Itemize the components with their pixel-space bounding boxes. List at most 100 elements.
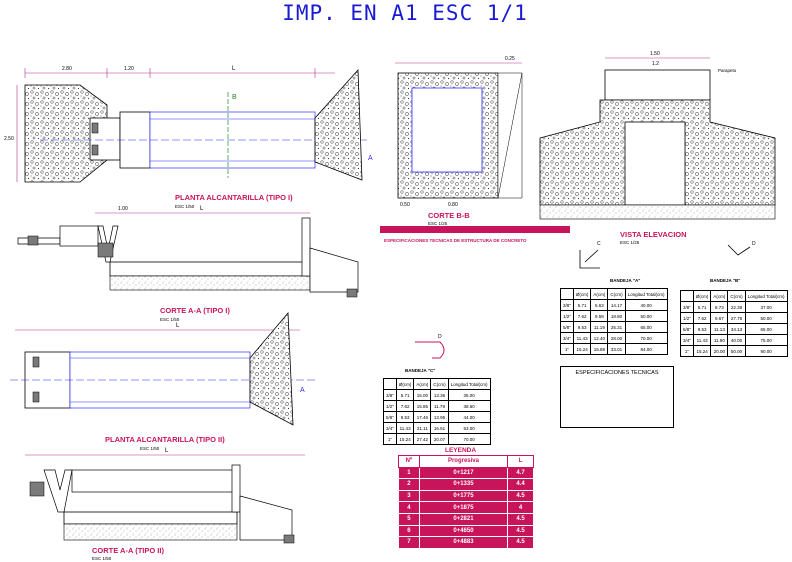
- corte-aa-tipo-2: L CORTE A-A (TIPO II) ESC 1/50: [25, 448, 305, 561]
- table-cell: 38.60: [447, 400, 491, 412]
- table-header-cell: Ø(cm): [395, 378, 415, 390]
- legend-cell: 4: [398, 501, 420, 514]
- legend-cell: 0+4883: [418, 536, 509, 549]
- legend-cell: 1: [398, 466, 420, 480]
- table-cell: 14.17: [607, 299, 626, 311]
- dim-bb-bottom-mid: 0.80: [448, 202, 458, 208]
- table-cell: 3/4": [383, 422, 397, 434]
- bend-2-d: D: [752, 241, 756, 247]
- specs-notes: ESPECIFICACIONES TECNICAS DE ESTRUCTURA …: [384, 238, 568, 243]
- legend-cell: 0+1875: [418, 501, 509, 514]
- table-cell: 15.85: [413, 400, 432, 412]
- bending-detail-1: C BANDEJA "A": [579, 241, 640, 283]
- table-cell: 5/8": [383, 411, 397, 423]
- legend-title: LEYENDA: [445, 447, 476, 454]
- table-cell: 16.51: [430, 422, 449, 434]
- vista-elevacion-scale: ESC 1/25: [620, 240, 640, 245]
- legend-cell: 0+4650: [418, 524, 509, 538]
- table-header-cell: [383, 378, 397, 390]
- table-cell: 5.63: [590, 299, 609, 311]
- table-cell: 20.00: [710, 345, 729, 357]
- dim-elev-top: 1.50: [650, 51, 660, 57]
- table-cell: 1": [560, 343, 574, 355]
- table-cell: 20.07: [430, 433, 449, 445]
- dim-corte1-l: L: [200, 206, 204, 212]
- legend-cell: 4: [507, 501, 534, 514]
- table-cell: 5/8": [560, 321, 574, 333]
- planta-2-title: PLANTA ALCANTARILLA (TIPO II): [105, 435, 225, 444]
- table-header-row: Ø(cm)A(cm)C(cm)Longitud Total(cm): [680, 290, 788, 302]
- legend-cell: 5: [398, 512, 420, 526]
- specs-box: ESPECIFICACIONES TECNICAS: [560, 366, 674, 428]
- legend-cell: 0+1217: [418, 466, 509, 480]
- table-header-cell: C(cm): [727, 290, 746, 302]
- table-cell: 22.38: [727, 301, 746, 313]
- legend-cell: 3: [398, 489, 420, 503]
- planta-1-scale: ESC 1/50: [175, 204, 195, 209]
- bend-table-1: Ø(cm)A(cm)C(cm)Longitud Total(cm)3/8"5.7…: [383, 378, 491, 445]
- planta-tipo-2: L A PLANTA ALCANTARILLA (TIPO II) ESC 1/…: [10, 311, 315, 451]
- vista-elevacion-title: VISTA ELEVACION: [620, 230, 687, 239]
- table-header-cell: Longitud Total(cm): [744, 290, 788, 302]
- table-cell: 3/8": [383, 389, 397, 401]
- dim-corte2-l: L: [165, 448, 169, 454]
- table-cell: 40.00: [624, 299, 668, 311]
- table-cell: 33.01: [607, 343, 626, 355]
- bend-table-2: Ø(cm)A(cm)C(cm)Longitud Total(cm)3/8"5.7…: [560, 288, 668, 355]
- specs-box-title: ESPECIFICACIONES TECNICAS: [575, 370, 659, 376]
- table-cell: 34.13: [727, 323, 746, 335]
- table-cell: 50.00: [624, 310, 668, 322]
- section-a-marker-2: A: [300, 387, 305, 394]
- table-header-cell: Longitud Total(cm): [447, 378, 491, 390]
- table-cell: 28.00: [607, 332, 626, 344]
- bending-detail-2: D BANDEJA "B": [710, 241, 756, 283]
- table-header-cell: Ø(cm): [692, 290, 712, 302]
- table-cell: 27.42: [413, 433, 432, 445]
- corte-bb: 0.25 0.50 0.80 CORTE B-B ESC 1/25: [395, 56, 523, 226]
- table-cell: 9.67: [710, 312, 729, 324]
- specs-header-bar: [380, 226, 570, 233]
- legend-cell: 7: [398, 536, 420, 549]
- table-cell: 7.62: [692, 312, 712, 324]
- legend-cell: 4.5: [507, 512, 534, 526]
- table-cell: 90.00: [744, 345, 788, 357]
- planta-1-title: PLANTA ALCANTARILLA (TIPO I): [175, 193, 293, 202]
- dim-planta2-top: L: [176, 323, 180, 329]
- legend-cell: 0+1775: [418, 489, 509, 503]
- legend-cell: 4.5: [507, 536, 534, 549]
- corte-bb-scale: ESC 1/25: [428, 221, 448, 226]
- dim-corte1-top: 1.00: [118, 206, 128, 212]
- table-cell: 11.19: [590, 321, 609, 333]
- table-cell: 50.00: [727, 345, 746, 357]
- table-cell: 5.71: [692, 301, 712, 313]
- table-header-row: Ø(cm)A(cm)C(cm)Longitud Total(cm): [383, 378, 491, 390]
- table-cell: 15.24: [572, 343, 592, 355]
- table-cell: 3/4": [560, 332, 574, 344]
- table-header-cell: C(cm): [607, 288, 626, 300]
- table-cell: 11.79: [430, 400, 449, 412]
- legend-cell: 2: [398, 478, 420, 491]
- table-cell: 9.53: [692, 323, 712, 335]
- section-b-marker: B: [232, 94, 237, 101]
- table-cell: 5.71: [395, 389, 415, 401]
- table-cell: 15.00: [413, 389, 432, 401]
- table-cell: 7.62: [395, 400, 415, 412]
- table-cell: 84.00: [624, 343, 668, 355]
- table-cell: 53.00: [447, 422, 491, 434]
- planta-2-scale: ESC 1/50: [140, 446, 160, 451]
- table-header-cell: A(cm): [413, 378, 432, 390]
- legend-cell: 6: [398, 524, 420, 538]
- table-cell: 75.00: [744, 334, 788, 346]
- table-cell: 35.00: [447, 389, 491, 401]
